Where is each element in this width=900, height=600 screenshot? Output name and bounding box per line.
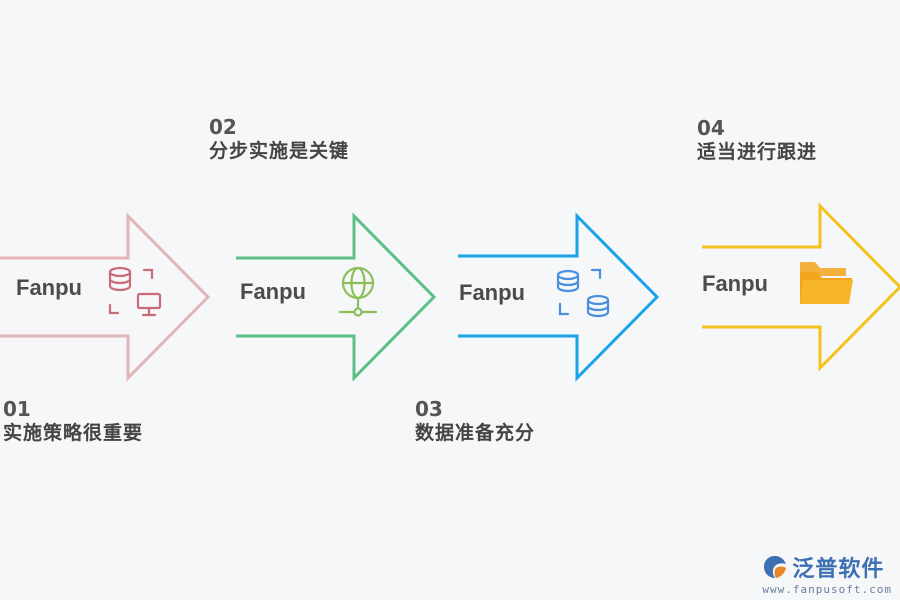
brand-label-3: Fanpu xyxy=(459,280,525,305)
database-sync-icon xyxy=(556,268,610,318)
step-label-4: 04 适当进行跟进 xyxy=(697,116,817,165)
database-monitor-icon xyxy=(108,266,162,317)
folder-icon xyxy=(800,262,853,304)
logo-mark-icon xyxy=(764,556,787,578)
arrow-step-2 xyxy=(236,212,437,382)
logo-url: www.fanpusoft.com xyxy=(762,583,892,596)
step-label-1: 01 实施策略很重要 xyxy=(3,397,143,446)
globe-network-icon xyxy=(338,266,378,317)
arrow-step-1 xyxy=(0,212,211,382)
step-title: 适当进行跟进 xyxy=(697,141,818,163)
step-label-2: 02 分步实施是关键 xyxy=(209,115,349,164)
step-number: 04 xyxy=(697,116,725,140)
step-label-3: 03 数据准备充分 xyxy=(415,397,535,446)
arrow-step-4 xyxy=(702,202,900,372)
step-title: 分步实施是关键 xyxy=(209,140,350,162)
brand-label-2: Fanpu xyxy=(240,279,306,304)
logo-name: 泛普软件 xyxy=(792,557,885,582)
step-title: 实施策略很重要 xyxy=(3,422,144,444)
step-number: 03 xyxy=(415,397,443,421)
brand-label-1: Fanpu xyxy=(16,275,82,300)
step-number: 02 xyxy=(209,115,237,139)
step-title: 数据准备充分 xyxy=(415,422,536,444)
arrow-step-3 xyxy=(458,212,660,382)
step-number: 01 xyxy=(3,397,31,421)
fanpu-logo: 泛普软件 www.fanpusoft.com xyxy=(762,551,892,596)
brand-label-4: Fanpu xyxy=(702,271,768,296)
